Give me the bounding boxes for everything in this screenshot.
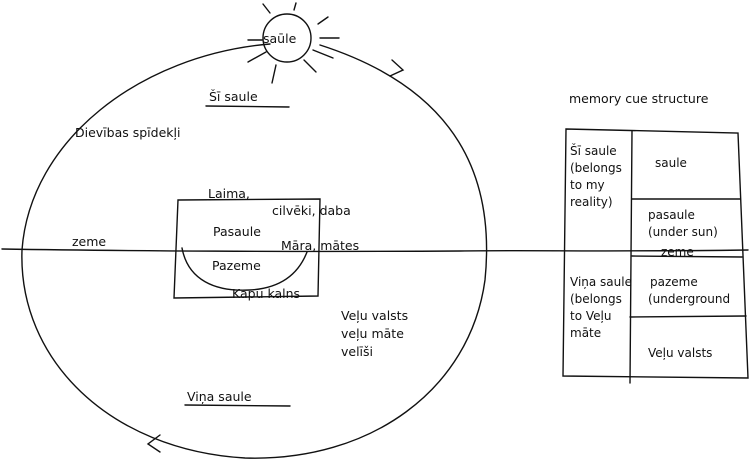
table-left-bottom-line-1: Viņa saule: [570, 275, 632, 289]
underworld-line-1: Veļu valsts: [341, 308, 408, 323]
sun-label: saūle: [263, 31, 297, 46]
table-cell-zeme: zeme: [661, 245, 694, 259]
pazeme-label: Pazeme: [212, 258, 261, 273]
table-row-divider-3: [629, 315, 747, 318]
people-nature-label: cilvēki, daba: [272, 203, 351, 218]
laima-label: Laima,: [208, 186, 250, 201]
memory-table-title: memory cue structure: [569, 91, 709, 106]
sun-circle: [262, 13, 312, 63]
pasaule-label: Pasaule: [213, 224, 261, 239]
table-row-divider-2: [631, 255, 743, 258]
pazeme-bowl: [181, 247, 308, 291]
that-sun-underline: [184, 404, 291, 407]
table-cell-pazeme-line-2: (underground: [648, 292, 730, 306]
table-cell-pasaule-line-2: (under sun): [648, 225, 718, 239]
this-sun-label: Šī saule: [209, 89, 258, 104]
grave-hill-label: Kapu kalns: [232, 286, 300, 301]
table-cell-pazeme-line-1: pazeme: [650, 275, 698, 289]
table-left-top-line-1: Šī saule: [570, 143, 617, 158]
mara-label: Māra, mātes: [281, 238, 359, 253]
table-left-top-line-3: to my: [570, 178, 605, 192]
table-cell-pasaule-line-1: pasaule: [648, 208, 695, 222]
sun-rays-icon: [247, 2, 340, 84]
earth-label: zeme: [72, 234, 106, 249]
this-sun-underline: [205, 105, 290, 108]
world-circle: [21, 43, 488, 459]
table-cell-velu-valsts: Veļu valsts: [648, 346, 712, 360]
pasaule-box: [173, 198, 321, 299]
arrow-top-icon: [389, 59, 405, 77]
memory-table-frame: [562, 128, 749, 379]
table-left-bottom-line-4: māte: [570, 326, 601, 340]
divine-lights-label: Dievības spīdekļi: [75, 125, 180, 140]
table-column-divider: [629, 130, 633, 384]
table-left-bottom-line-3: to Veļu: [570, 309, 611, 323]
underworld-line-2: veļu māte: [341, 326, 404, 341]
table-left-top-line-2: (belongs: [570, 161, 622, 175]
table-cell-saule: saule: [655, 156, 687, 170]
that-sun-label: Viņa saule: [187, 389, 252, 404]
underworld-line-3: velīši: [341, 344, 373, 359]
arrow-bottom-icon: [146, 434, 161, 453]
table-left-top-line-4: reality): [570, 195, 613, 209]
table-left-bottom-line-2: (belongs: [570, 292, 622, 306]
horizon-line: [1, 248, 749, 253]
